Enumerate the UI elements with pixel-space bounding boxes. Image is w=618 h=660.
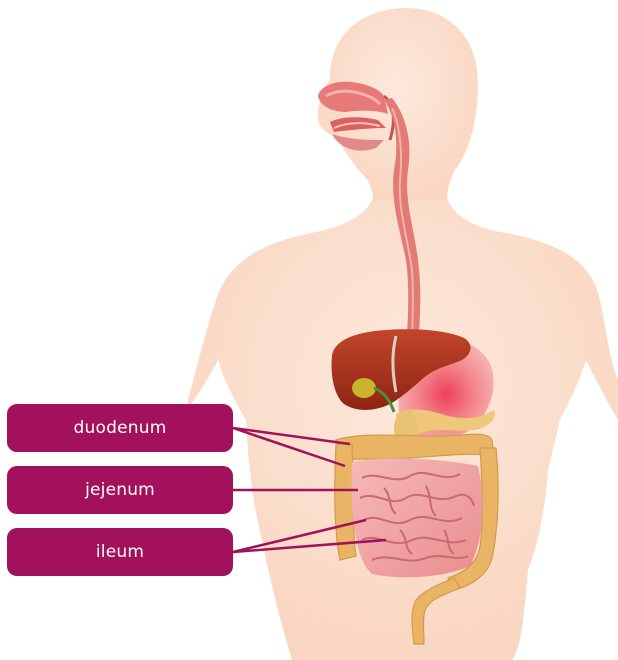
- small-intestine: [352, 459, 483, 578]
- label-jejenum: jejenum: [7, 466, 233, 514]
- label-duodenum: duodenum: [7, 404, 233, 452]
- label-ileum: ileum: [7, 528, 233, 576]
